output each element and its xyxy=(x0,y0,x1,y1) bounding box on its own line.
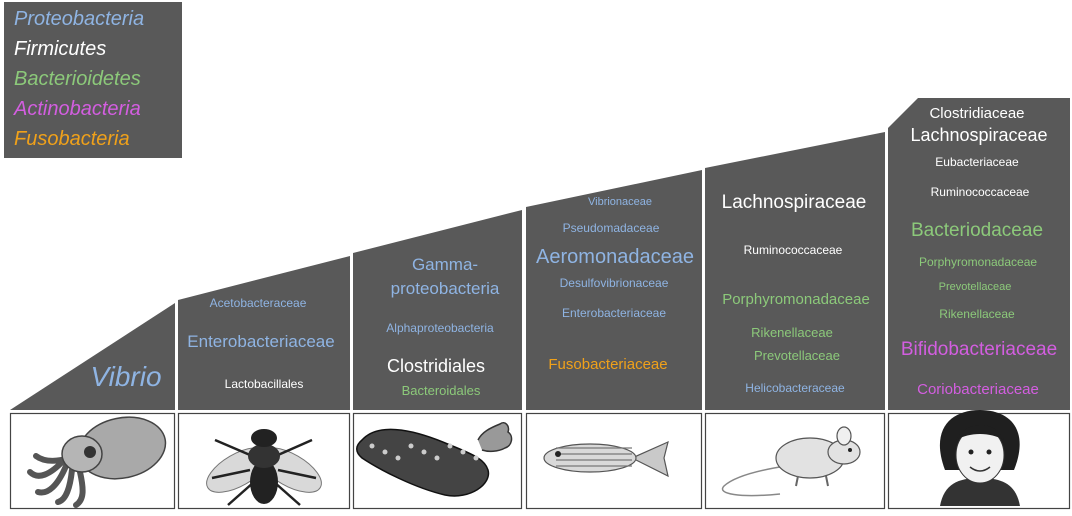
fish-icon xyxy=(543,440,669,478)
taxon-label: Enterobacteriaceae xyxy=(561,306,667,320)
taxon-label: Vibrionaceae xyxy=(587,196,653,208)
taxon-label: Vibrio xyxy=(90,361,162,392)
host-panel-squid xyxy=(10,303,175,410)
host-panel-mouse xyxy=(705,132,885,410)
taxon-label: Prevotellaceae xyxy=(754,348,840,363)
sea-cucumber-icon xyxy=(356,421,513,497)
taxon-label: Pseudomadaceae xyxy=(562,221,660,235)
host-panel-human xyxy=(888,98,1070,410)
host-panel-sea-cucumber xyxy=(353,210,522,410)
legend-fusobacteria: Fusobacteria xyxy=(14,128,130,150)
taxon-label: Rikenellaceae xyxy=(939,307,1015,321)
taxon-label: proteobacteria xyxy=(390,279,500,298)
taxon-label: Alphaproteobacteria xyxy=(386,321,494,335)
taxon-label: Coriobacteriaceae xyxy=(917,381,1039,398)
taxon-label: Lachnospiraceae xyxy=(721,192,867,213)
legend-proteobacteria: Proteobacteria xyxy=(14,8,145,30)
taxon-label: Aeromonadaceae xyxy=(536,246,694,268)
taxon-label: Lachnospiraceae xyxy=(910,125,1048,145)
taxon-label: Porphyromonadaceae xyxy=(722,291,870,308)
taxon-label: Fusobacteriaceae xyxy=(548,356,668,373)
taxon-label: Enterobacteriaceae xyxy=(187,332,335,351)
taxon-label: Prevotellaceae xyxy=(938,281,1012,293)
squid-icon xyxy=(27,416,167,508)
legend-bacteroidetes: Bacterioidetes xyxy=(14,68,141,90)
taxon-label: Rikenellaceae xyxy=(751,325,833,340)
taxon-label: Clostridiales xyxy=(386,356,486,376)
taxon-label: Desulfovibrionaceae xyxy=(559,276,669,290)
taxon-label: Clostridiaceae xyxy=(929,105,1025,122)
phylum-legend: Proteobacteria Firmicutes Bacterioidetes… xyxy=(4,2,182,158)
human-icon xyxy=(939,410,1020,506)
taxon-label: Gamma- xyxy=(411,255,479,274)
taxon-label: Bacteroidales xyxy=(401,383,481,398)
mouse-icon xyxy=(721,426,861,497)
taxon-label: Acetobacteraceae xyxy=(209,296,307,310)
host-panel-fly xyxy=(178,256,350,410)
taxon-label: Bacteriodaceae xyxy=(910,220,1044,241)
taxon-label: Ruminococcaceae xyxy=(930,185,1030,199)
taxon-label: Ruminococcaceae xyxy=(743,243,843,257)
legend-firmicutes: Firmicutes xyxy=(14,38,107,60)
fly-icon xyxy=(206,429,322,506)
taxon-label: Porphyromonadaceae xyxy=(918,255,1038,269)
taxon-label: Helicobacteraceae xyxy=(745,381,845,395)
taxon-label: Lactobacillales xyxy=(224,377,304,391)
host-panel-zebrafish xyxy=(526,170,702,410)
legend-actinobacteria: Actinobacteria xyxy=(14,98,141,120)
taxon-label: Eubacteriaceae xyxy=(935,155,1019,169)
taxon-label: Bifidobacteriaceae xyxy=(900,339,1058,360)
